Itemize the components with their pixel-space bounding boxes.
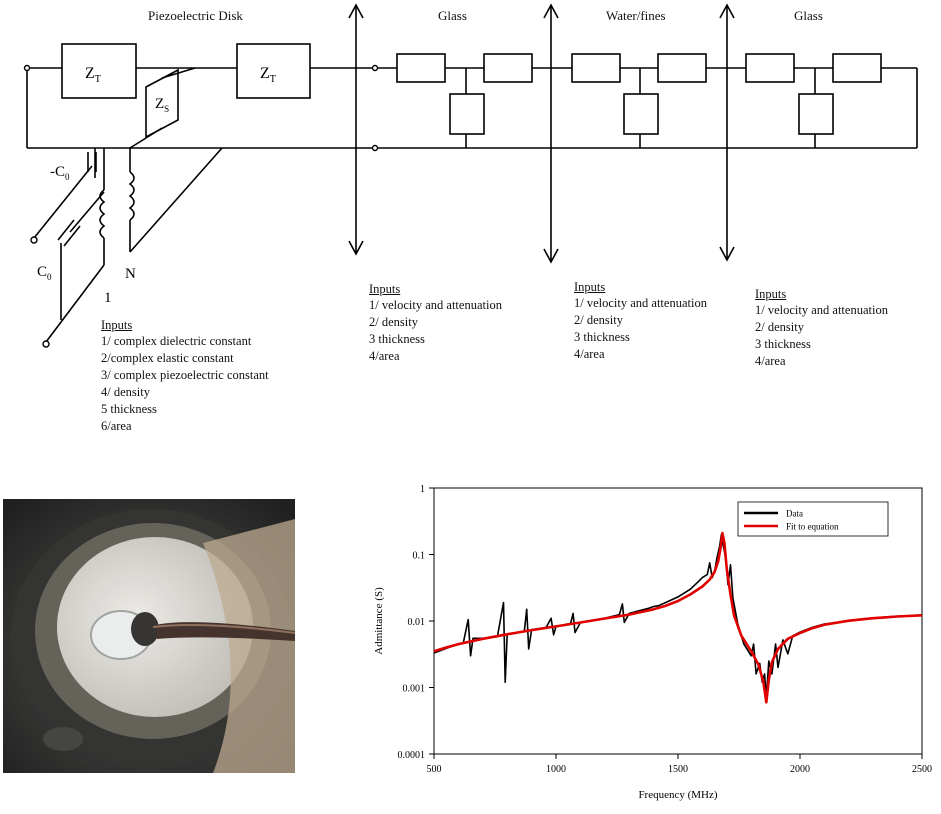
y-tick-label: 0.01 <box>408 617 426 628</box>
input-item: 3/ complex piezoelectric constant <box>101 368 269 382</box>
zt-box-left <box>61 43 137 99</box>
water-series-a <box>571 53 621 83</box>
x-axis-label: Frequency (MHz) <box>638 789 717 801</box>
input-item: 3 thickness <box>755 337 811 351</box>
legend-box <box>737 501 889 537</box>
y-axis-label: Admittance (S) <box>373 587 385 655</box>
legend-label: Fit to equation <box>786 522 839 532</box>
inputs-block-glass-2: Inputs 1/ velocity and attenuation 2/ de… <box>755 287 888 370</box>
coil-secondary <box>128 171 135 221</box>
series-line-data <box>433 533 923 699</box>
x-tick-label: 1000 <box>546 764 566 775</box>
x-tick-label: 2500 <box>912 764 932 775</box>
input-item: 1/ velocity and attenuation <box>755 303 888 317</box>
input-item: 4/ density <box>101 385 150 399</box>
svg-text:-C0: -C0 <box>50 164 70 182</box>
input-item: 2/ density <box>574 313 623 327</box>
input-item: 4/area <box>755 354 786 368</box>
input-item: 4/area <box>369 349 400 363</box>
section-title-water: Water/fines <box>606 8 666 23</box>
inputs-block-piezo: Inputs 1/ complex dielectric constant 2/… <box>101 318 269 435</box>
coil-primary <box>99 189 106 239</box>
section-title-glass-2: Glass <box>794 8 823 23</box>
input-item: 1/ complex dielectric constant <box>101 334 252 348</box>
y-tick-label: 0.001 <box>403 684 426 695</box>
svg-text:ZT: ZT <box>85 65 101 85</box>
disk-photo <box>3 499 295 773</box>
zt-box-right <box>236 43 311 99</box>
inputs-block-glass-1: Inputs 1/ velocity and attenuation 2/ de… <box>369 282 502 365</box>
inputs-heading: Inputs <box>574 280 606 294</box>
circuit-diagram: ZT ZT ZS -C0 C0 N 1 <box>23 3 918 348</box>
input-item: 2/complex elastic constant <box>101 351 234 365</box>
input-item: 2/ density <box>369 315 418 329</box>
section-title-piezo: Piezoelectric Disk <box>148 8 243 23</box>
y-tick-label: 1 <box>420 484 425 495</box>
glass1-series-a <box>396 53 446 83</box>
input-item: 4/area <box>574 347 605 361</box>
input-item: 5 thickness <box>101 402 157 416</box>
svg-text:ZS: ZS <box>155 96 169 114</box>
svg-text:1: 1 <box>104 290 112 306</box>
input-item: 1/ velocity and attenuation <box>369 298 502 312</box>
inputs-heading: Inputs <box>101 318 133 332</box>
glass2-shunt <box>798 93 834 135</box>
input-item: 1/ velocity and attenuation <box>574 296 707 310</box>
water-series-b <box>657 53 707 83</box>
section-title-glass-1: Glass <box>438 8 467 23</box>
svg-text:C0: C0 <box>37 264 52 282</box>
series-line-fit <box>433 531 923 704</box>
inputs-block-water: Inputs 1/ velocity and attenuation 2/ de… <box>574 280 707 363</box>
y-tick-label: 0.1 <box>413 551 426 562</box>
svg-text:N: N <box>125 266 136 282</box>
input-item: 2/ density <box>755 320 804 334</box>
legend-label: Data <box>786 509 803 519</box>
glass1-series-b <box>483 53 533 83</box>
input-item: 6/area <box>101 419 132 433</box>
inputs-heading: Inputs <box>369 282 401 296</box>
x-tick-label: 500 <box>427 764 442 775</box>
x-tick-label: 1500 <box>668 764 688 775</box>
x-tick-label: 2000 <box>790 764 810 775</box>
input-item: 3 thickness <box>574 330 630 344</box>
inputs-heading: Inputs <box>755 287 787 301</box>
svg-text:ZT: ZT <box>260 65 276 85</box>
input-item: 3 thickness <box>369 332 425 346</box>
water-shunt <box>623 93 659 135</box>
glass1-shunt <box>449 93 485 135</box>
y-tick-label: 0.0001 <box>398 750 426 761</box>
glass2-series-b <box>832 53 882 83</box>
glass2-series-a <box>745 53 795 83</box>
